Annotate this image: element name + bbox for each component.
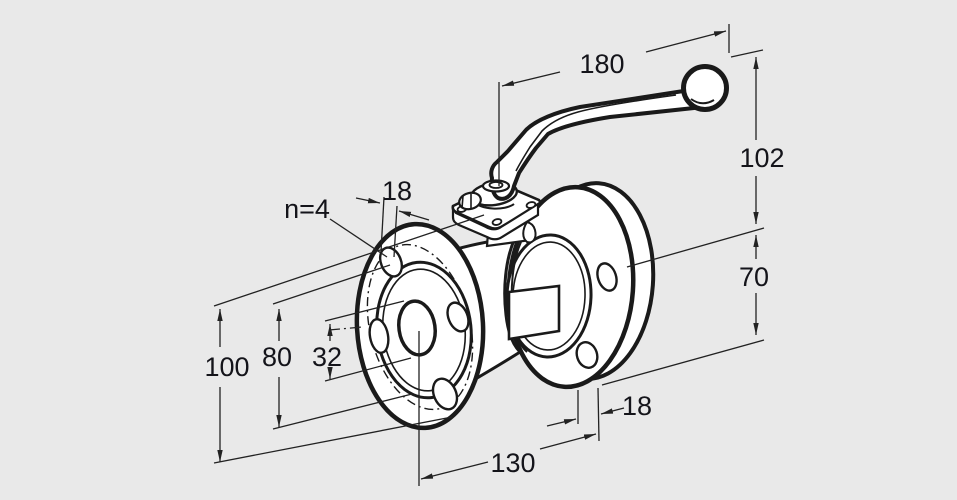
dim-label-18-hole: 18 xyxy=(382,176,412,206)
handle-ball-detail-arc xyxy=(690,98,715,105)
dim-label-70: 70 xyxy=(739,262,769,292)
dim-label-100: 100 xyxy=(204,352,249,382)
body-panel xyxy=(507,284,561,341)
ext-line xyxy=(730,49,764,58)
dim-label-180: 180 xyxy=(579,49,624,79)
pad-hole-right xyxy=(525,201,537,209)
front-flange xyxy=(328,221,486,431)
dim-bolt-hole-18: 18 xyxy=(355,176,430,258)
dim-line-right xyxy=(645,30,727,53)
dim-flange-od-100: 100 xyxy=(204,214,485,464)
handle-lever xyxy=(481,64,729,201)
stem-top xyxy=(488,181,504,189)
ext-line-top xyxy=(324,300,405,322)
dim-label-80: 80 xyxy=(262,342,292,372)
handle-ball-end xyxy=(681,64,729,112)
stopper-bolt-head xyxy=(458,191,482,211)
ext-line-bottom xyxy=(213,416,453,464)
handle-arm-inner-line xyxy=(515,94,677,172)
dim-line-left xyxy=(420,461,489,480)
neck-teardrop-detail xyxy=(522,220,537,244)
rear-bolt-hole-lower xyxy=(575,341,599,369)
dim-label-130: 130 xyxy=(490,448,535,478)
ext-line-bottom xyxy=(272,393,413,430)
bore xyxy=(397,299,437,357)
dim-label-18-thickness: 18 xyxy=(622,391,652,421)
dim-line-left xyxy=(501,71,561,87)
ext-line-bottom xyxy=(601,339,765,386)
dim-flange-thickness-18: 18 xyxy=(546,387,652,442)
ext-line-bottom xyxy=(324,357,412,382)
bolt-head-facets xyxy=(461,194,472,209)
ext-line xyxy=(393,205,398,258)
dim-line-right xyxy=(539,433,597,450)
ext-line-top xyxy=(272,264,391,305)
bolt-hole-right xyxy=(446,301,470,333)
ext-line xyxy=(380,196,385,253)
rear-bolt-hole-upper xyxy=(596,262,618,292)
dim-handle-length: 180 xyxy=(498,24,730,186)
dimension-annotations: 180 102 70 n=4 18 xyxy=(204,24,785,486)
arrow-right xyxy=(398,210,430,221)
pipe-centerline-stub xyxy=(328,326,363,331)
label-n4: n=4 xyxy=(284,194,330,224)
dim-bore-32: 32 xyxy=(312,300,412,382)
valve-figure xyxy=(328,64,729,431)
ext-line-top xyxy=(213,214,485,307)
dim-bolt-circle-80: 80 xyxy=(262,264,413,430)
arrow-left xyxy=(546,418,577,427)
bolt-hole-bottom xyxy=(431,377,459,411)
dim-height-102: 102 xyxy=(730,49,785,224)
arrow-right xyxy=(600,407,625,415)
dim-label-32: 32 xyxy=(312,342,342,372)
pad-thickness-band xyxy=(451,202,540,241)
ext-line-right xyxy=(597,387,600,442)
bolt-hole-left xyxy=(368,317,390,355)
pad-hole-front xyxy=(491,218,503,226)
ext-line-mid xyxy=(626,227,765,268)
dim-height-70: 70 xyxy=(601,227,769,386)
arrow-left xyxy=(355,197,381,204)
dim-face-to-face-130: 130 xyxy=(418,331,597,486)
dim-label-102: 102 xyxy=(739,143,784,173)
